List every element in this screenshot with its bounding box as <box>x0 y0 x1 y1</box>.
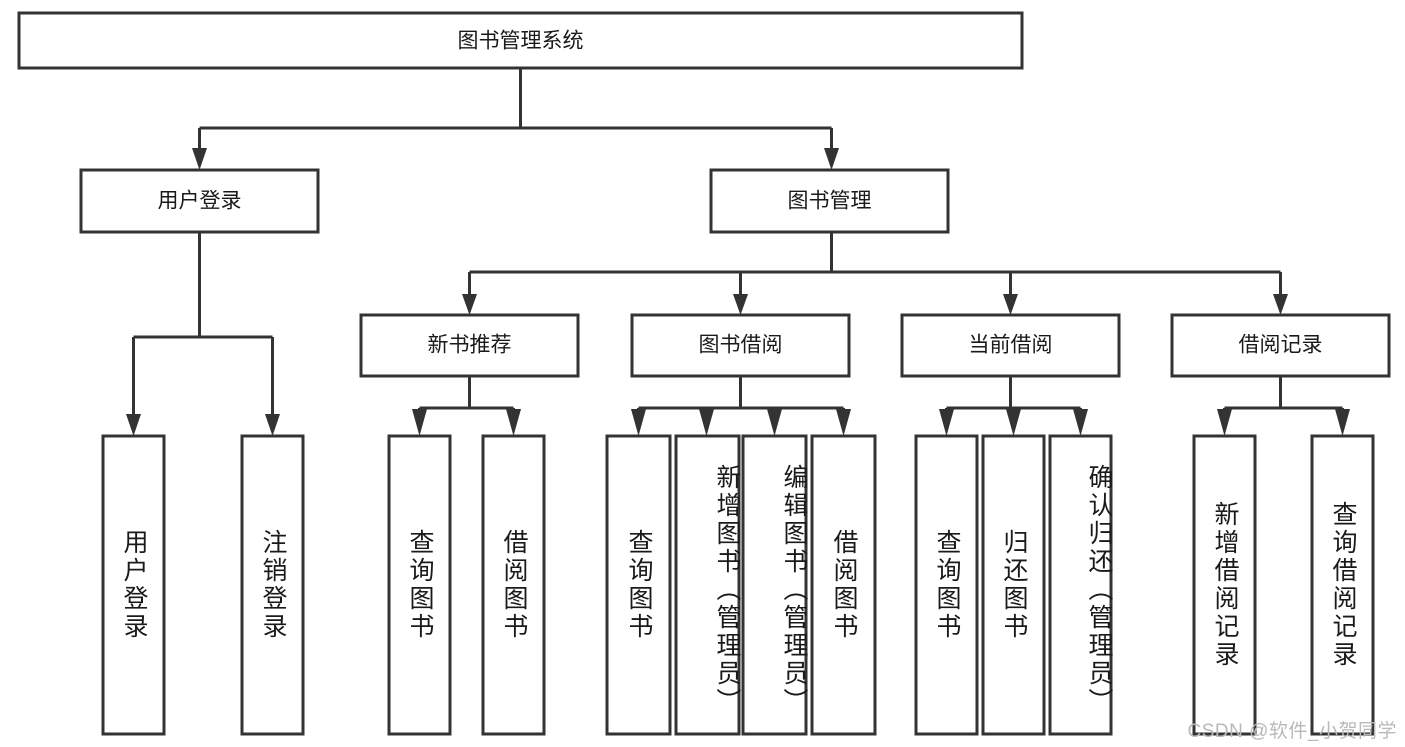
arrowhead-leaf-logout <box>265 414 280 436</box>
arrowhead-newbook-query <box>412 409 427 436</box>
borrow-record-node-label: 借阅记录 <box>1239 334 1323 357</box>
arrowhead-borrow-record <box>1273 294 1288 315</box>
new-book-recommend-node-label: 新书推荐 <box>428 334 512 357</box>
arrowhead-leaf-user-login <box>126 414 141 436</box>
book-borrow-node-label: 图书借阅 <box>699 334 783 357</box>
connector-group-borrow-record <box>1217 376 1350 436</box>
csdn-watermark: CSDN @软件_小贺同学 <box>1187 721 1397 742</box>
arrowhead-currentborrow-confirm <box>1073 409 1088 436</box>
connector-group-root <box>192 68 839 170</box>
arrowhead-bookborrow-borrow <box>836 409 851 436</box>
connector-group-user-login <box>126 232 280 436</box>
leaf-box-confirm-return-admin[interactable] <box>1048 434 1113 736</box>
arrowhead-bookborrow-query <box>631 409 646 436</box>
leaf-box-return-book[interactable] <box>981 434 1046 736</box>
current-borrow-node-label: 当前借阅 <box>969 334 1053 357</box>
user-login-node-box[interactable] <box>79 168 320 234</box>
node-book-borrow[interactable]: 图书借阅 <box>630 313 851 378</box>
node-new-book-recommend[interactable]: 新书推荐 <box>359 313 580 378</box>
connector-group-new-book-rec <box>412 376 521 436</box>
root-node-box[interactable] <box>17 11 1024 70</box>
leaf-box-logout[interactable] <box>240 434 305 736</box>
root-node-label: 图书管理系统 <box>458 30 584 53</box>
new-book-recommend-node-box[interactable] <box>359 313 580 378</box>
current-borrow-node-box[interactable] <box>900 313 1121 378</box>
leaf-box-query-book-current[interactable] <box>914 434 979 736</box>
user-login-node-label: 用户登录 <box>158 190 242 213</box>
arrowhead-book-mgmt <box>824 148 839 170</box>
leaf-box-edit-book-admin[interactable] <box>741 434 808 736</box>
book-borrow-node-box[interactable] <box>630 313 851 378</box>
leaf-box-borrow-book-rec[interactable] <box>481 434 546 736</box>
arrowhead-current-borrow <box>1003 294 1018 315</box>
book-management-node-box[interactable] <box>709 168 950 234</box>
leaf-box-borrow-book[interactable] <box>810 434 877 736</box>
arrowhead-borrowrecord-add <box>1217 409 1232 436</box>
node-borrow-record[interactable]: 借阅记录 <box>1170 313 1391 378</box>
node-user-login[interactable]: 用户登录 <box>79 168 320 234</box>
arrowhead-new-book-rec <box>462 294 477 315</box>
node-root-system[interactable]: 图书管理系统 <box>17 11 1024 70</box>
leaf-box-user-login[interactable] <box>101 434 166 736</box>
arrowhead-user-login <box>192 148 207 170</box>
book-management-node-label: 图书管理 <box>788 190 872 213</box>
leaf-box-query-borrow-record[interactable] <box>1310 434 1375 736</box>
leaf-boxes-group <box>101 434 1375 736</box>
node-book-management[interactable]: 图书管理 <box>709 168 950 234</box>
borrow-record-node-box[interactable] <box>1170 313 1391 378</box>
arrowhead-currentborrow-return <box>1006 409 1021 436</box>
leaf-box-query-book-borrow[interactable] <box>605 434 672 736</box>
arrowhead-bookborrow-edit <box>767 409 782 436</box>
arrowhead-currentborrow-query <box>939 409 954 436</box>
connector-group-current-borrow <box>939 376 1088 436</box>
connector-group-book-mgmt <box>462 232 1288 315</box>
leaf-box-query-book-rec[interactable] <box>387 434 452 736</box>
arrowhead-book-borrow <box>733 294 748 315</box>
arrowhead-bookborrow-add <box>699 409 714 436</box>
arrowhead-borrowrecord-query <box>1335 409 1350 436</box>
leaf-box-add-book-admin[interactable] <box>674 434 741 736</box>
arrowhead-newbook-borrow <box>506 409 521 436</box>
connector-group-book-borrow <box>631 376 851 436</box>
leaf-box-add-borrow-record[interactable] <box>1192 434 1257 736</box>
node-current-borrow[interactable]: 当前借阅 <box>900 313 1121 378</box>
